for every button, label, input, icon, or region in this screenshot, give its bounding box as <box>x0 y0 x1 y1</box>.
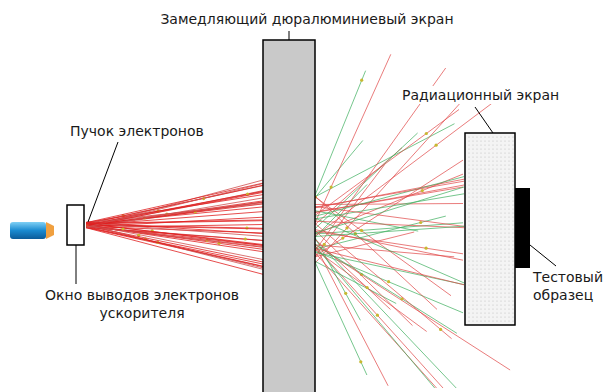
trajectory <box>315 185 464 213</box>
interaction-dot <box>244 237 247 240</box>
interaction-dot <box>366 286 369 289</box>
trajectory <box>315 181 464 207</box>
leader-line <box>530 245 556 266</box>
trajectory <box>315 244 457 333</box>
trajectory <box>86 192 263 225</box>
callout-label: Тестовый образец <box>531 268 605 304</box>
trajectory <box>86 191 263 225</box>
interaction-dot <box>425 132 428 135</box>
callout-label: Пучок электронов <box>68 122 206 140</box>
trajectory <box>315 246 435 388</box>
leader-line <box>475 107 493 133</box>
trajectory <box>315 177 464 217</box>
interaction-dot <box>425 247 428 250</box>
trajectory <box>86 184 263 228</box>
interaction-dot <box>435 144 438 147</box>
trajectory <box>315 230 463 261</box>
trajectory <box>315 71 366 196</box>
trajectory <box>315 249 464 285</box>
trajectory <box>315 246 443 388</box>
interaction-dot <box>359 360 362 363</box>
trajectory <box>86 224 263 245</box>
duralumin-screen <box>263 40 315 392</box>
trajectory <box>86 183 263 223</box>
leader-line <box>289 31 290 40</box>
test-sample <box>515 188 530 268</box>
trajectory <box>315 54 391 223</box>
trajectory <box>315 253 437 388</box>
trajectory <box>86 227 263 267</box>
interaction-dot <box>439 328 442 331</box>
accelerator-nozzle <box>10 222 46 239</box>
callout-label: Радиационный экран <box>400 86 561 104</box>
trajectory <box>315 230 413 326</box>
trajectory <box>86 228 263 275</box>
interaction-dot <box>341 237 344 240</box>
callout-label: Замедляющий дюралюминиевый экран <box>130 10 484 28</box>
trajectory <box>315 239 390 309</box>
nozzle-tip <box>46 222 54 239</box>
trajectory <box>86 220 263 224</box>
interaction-dot <box>387 280 390 283</box>
trajectory <box>86 191 263 227</box>
trajectory <box>315 207 464 227</box>
leader-line <box>88 142 118 222</box>
trajectory <box>86 224 263 269</box>
interaction-dot <box>419 221 422 224</box>
output-window <box>67 205 84 245</box>
trajectory <box>315 194 464 219</box>
trajectory <box>86 226 263 246</box>
trajectory <box>315 174 463 234</box>
leader-line <box>76 245 77 284</box>
trajectory <box>315 218 464 283</box>
interaction-dot <box>376 314 379 317</box>
radiation-screen-texture <box>466 134 514 324</box>
interaction-dot <box>360 79 363 82</box>
trajectory <box>315 226 464 236</box>
trajectory <box>315 221 464 228</box>
interaction-dot <box>421 189 424 192</box>
interaction-dot <box>323 243 326 246</box>
radiation-screen <box>465 133 515 325</box>
trajectory <box>315 133 418 229</box>
interaction-dot <box>360 229 363 232</box>
trajectory <box>86 198 263 228</box>
trajectory <box>86 222 263 233</box>
callout-label: Окно выводов электронов ускорителя <box>30 286 254 322</box>
trajectory <box>315 262 367 375</box>
interaction-dot <box>330 186 333 189</box>
interaction-dot <box>344 292 347 295</box>
trajectory <box>315 224 452 339</box>
trajectory <box>86 180 263 228</box>
